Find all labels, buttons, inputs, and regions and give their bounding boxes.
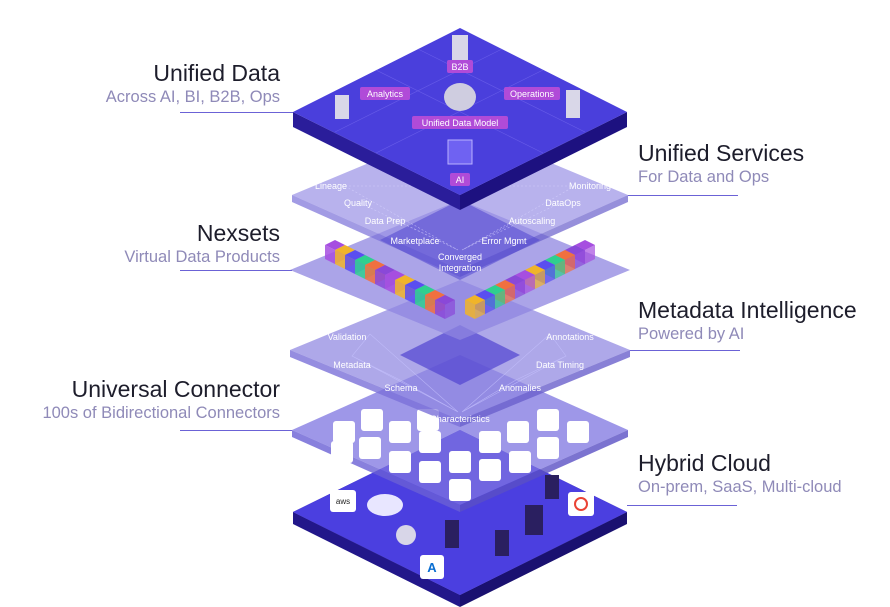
b2b-label: B2B: [451, 62, 468, 72]
azure-icon: [420, 555, 444, 579]
dataops-label: DataOps: [545, 198, 581, 208]
connector-app-icon: [333, 421, 355, 443]
layer-label-nexsets: Nexsets Virtual Data Products: [124, 220, 280, 268]
ai-label: AI: [456, 175, 465, 185]
server-icon: [445, 520, 459, 548]
error-mgmt-label: Error Mgmt: [482, 236, 527, 246]
unified-data-layer: B2B Analytics Operations Unified Data Mo…: [293, 28, 627, 210]
unified-data-model-pill: [412, 116, 508, 129]
data-cube: [465, 295, 485, 319]
marketplace-label: Marketplace: [390, 236, 439, 246]
analytics-label: Analytics: [367, 89, 404, 99]
layer-subtitle: Powered by AI: [638, 325, 745, 343]
connector-app-icon: [419, 461, 441, 483]
analytics-pill: [360, 87, 410, 100]
ai-pill: [450, 173, 470, 186]
aws-label: aws: [336, 497, 350, 506]
connector-line: [180, 270, 292, 271]
schema-label: Schema: [384, 383, 417, 393]
layer-subtitle: On-prem, SaaS, Multi-cloud: [638, 478, 842, 496]
google-cloud-icon: [568, 492, 594, 516]
server-icon: [335, 95, 349, 119]
connector-app-icon: [479, 459, 501, 481]
layer-title: Hybrid Cloud: [638, 450, 771, 476]
converged-label: Converged: [438, 252, 482, 262]
lineage-label: Lineage: [315, 181, 347, 191]
connector-line: [180, 430, 292, 431]
connector-line: [180, 112, 293, 113]
connector-app-icon: [479, 431, 501, 453]
server-icon: [525, 505, 543, 535]
connector-app-icon: [567, 421, 589, 443]
layer-label-unified-services: Unified Services For Data and Ops: [638, 140, 804, 188]
connector-app-icon: [537, 437, 559, 459]
connector-line: [627, 505, 737, 506]
layer-subtitle: Virtual Data Products: [124, 248, 280, 266]
operations-pill: [504, 87, 560, 100]
quality-label: Quality: [344, 198, 373, 208]
autoscaling-label: Autoscaling: [509, 216, 556, 226]
unified-data-model-label: Unified Data Model: [422, 118, 499, 128]
layer-label-unified-data: Unified Data Across AI, BI, B2B, Ops: [106, 60, 280, 108]
connector-app-icon: [449, 451, 471, 473]
annotations-label: Annotations: [546, 332, 594, 342]
connector-app-icon: [361, 409, 383, 431]
characteristics-label: Characteristics: [430, 414, 490, 424]
connector-app-icon: [389, 451, 411, 473]
server-icon: [495, 530, 509, 556]
data-cube: [435, 295, 455, 319]
connector-app-icon: [419, 431, 441, 453]
layer-label-hybrid-cloud: Hybrid Cloud On-prem, SaaS, Multi-cloud: [638, 450, 842, 498]
b2b-pill: [447, 60, 473, 73]
metadata-layer: Validation Annotations Metadata Data Tim…: [290, 280, 630, 427]
data-timing-label: Data Timing: [536, 360, 584, 370]
layer-title: Metadata Intelligence: [638, 297, 857, 323]
ai-chip-icon: [447, 139, 473, 165]
server-icon: [545, 475, 559, 499]
aws-icon: [330, 490, 356, 512]
connector-layer: [292, 355, 628, 512]
data-prep-label: Data Prep: [365, 216, 406, 226]
layer-title: Universal Connector: [71, 376, 280, 402]
layer-subtitle: For Data and Ops: [638, 168, 770, 186]
layer-label-universal-connector: Universal Connector 100s of Bidirectiona…: [42, 376, 280, 424]
connector-app-icon: [507, 421, 529, 443]
validation-label: Validation: [328, 332, 367, 342]
cloud-icon: [367, 494, 403, 516]
svg-text:A: A: [427, 560, 437, 575]
monitoring-label: Monitoring: [569, 181, 611, 191]
connector-app-icon: [537, 409, 559, 431]
connector-line: [630, 350, 740, 351]
connector-app-icon: [389, 421, 411, 443]
layer-subtitle: Across AI, BI, B2B, Ops: [105, 88, 280, 106]
server-icon: [566, 90, 580, 118]
server-icon: [452, 35, 468, 63]
connector-line: [628, 195, 738, 196]
integration-label: Integration: [439, 263, 482, 273]
anomalies-label: Anomalies: [499, 383, 542, 393]
connector-app-icon: [509, 451, 531, 473]
connector-app-icon: [359, 437, 381, 459]
connector-app-icon: [331, 441, 353, 463]
layer-subtitle: 100s of Bidirectional Connectors: [42, 404, 280, 422]
layer-label-metadata-intelligence: Metadata Intelligence Powered by AI: [638, 297, 857, 345]
metadata-label: Metadata: [333, 360, 371, 370]
connector-app-icon: [449, 479, 471, 501]
layer-title: Nexsets: [196, 220, 280, 246]
layer-title: Unified Services: [638, 140, 805, 166]
operations-label: Operations: [510, 89, 555, 99]
database-icon: [444, 83, 476, 111]
database-icon: [396, 525, 416, 545]
layer-title: Unified Data: [153, 60, 280, 86]
